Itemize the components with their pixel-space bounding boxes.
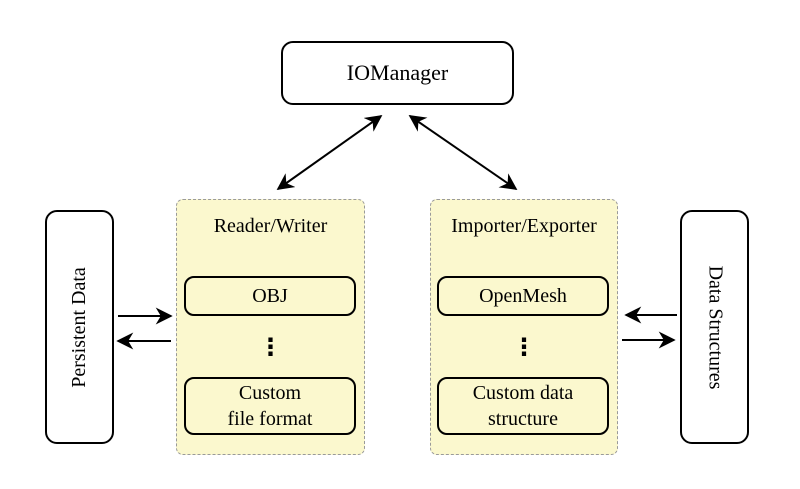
importer-exporter-ellipsis: ⋮ [512, 333, 536, 361]
iomanager-label: IOManager [346, 60, 449, 85]
custom-file-format-line2: file format [227, 408, 313, 430]
custom-file-format-node: Custom file format [184, 377, 356, 435]
data-structures-node: Data Structures [680, 210, 749, 444]
reader-writer-ellipsis: ⋮ [258, 333, 283, 361]
obj-label: OBJ [252, 285, 288, 307]
persistent-data-label: Persistent Data [68, 266, 90, 388]
obj-node: OBJ [184, 276, 356, 316]
arrow-iomanager-readerwriter [276, 115, 383, 190]
arrow-iomanager-importerexporter [408, 115, 518, 190]
importer-exporter-title: Importer/Exporter [451, 215, 597, 237]
custom-data-structure-line1: Custom data [472, 382, 574, 404]
data-structures-label: Data Structures [704, 265, 727, 389]
openmesh-label: OpenMesh [479, 285, 567, 307]
persistent-data-node: Persistent Data [45, 210, 114, 444]
custom-data-structure-node: Custom data structure [437, 377, 609, 435]
custom-data-structure-line2: structure [488, 408, 558, 430]
reader-writer-title: Reader/Writer [213, 215, 328, 237]
custom-file-format-line1: Custom [238, 382, 302, 404]
iomanager-node: IOManager [281, 41, 514, 105]
openmesh-node: OpenMesh [437, 276, 609, 316]
